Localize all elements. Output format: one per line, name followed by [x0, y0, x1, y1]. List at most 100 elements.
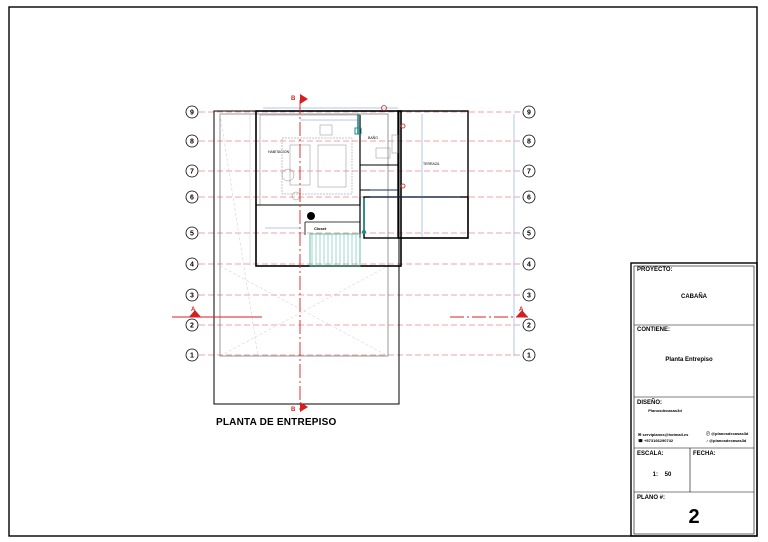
grid-bubble-6-left: 6: [185, 190, 199, 204]
design-value: Planosdecasas3d: [648, 408, 682, 413]
grid-bubble-label: 8: [190, 139, 194, 146]
grid-bubble-9-left: 9: [185, 105, 199, 119]
roof-line: [219, 113, 259, 357]
tiktok-text: ♪ @planosdecasas3d: [706, 438, 746, 443]
title-block-frame: [630, 262, 758, 537]
room-label-bathroom: BAÑO: [368, 135, 378, 140]
scale-value: 1: 50: [652, 472, 672, 478]
grid-bubble-label: 2: [190, 323, 194, 330]
bed: [281, 137, 353, 195]
grid-bubble-4-right: 4: [522, 257, 536, 271]
grid-bubble-label: 3: [527, 293, 531, 300]
scale-label: ESCALA:: [637, 451, 664, 457]
grid-bubble-8-right: 8: [522, 134, 536, 148]
stairs: [311, 234, 357, 266]
cabin-outline: [213, 110, 400, 405]
terrace-outline: [397, 110, 469, 239]
phone-icon: ☎: [638, 438, 645, 443]
grid-bubble-label: 1: [527, 353, 531, 360]
grid-bubble-label: 4: [190, 262, 194, 269]
column-marker: [307, 212, 315, 220]
facebook-icon: ⓕ: [706, 431, 712, 436]
drawing-title: PLANTA DE ENTREPISO: [216, 417, 337, 428]
room-label-bedroom: HABITACION: [268, 150, 290, 154]
cabin-inner-outline: [219, 113, 389, 357]
tiktok-icon: ♪: [706, 438, 710, 443]
drain-marker: [362, 230, 366, 234]
section-a-right-label: A: [519, 307, 524, 313]
floor-plan: [213, 110, 469, 405]
plant: [281, 168, 295, 182]
email-icon: ✉: [638, 432, 643, 437]
pipes: [357, 114, 365, 232]
grid-bubble-8-left: 8: [185, 134, 199, 148]
bedroom-walls: [255, 110, 402, 267]
grid-bubble-2-left: 2: [185, 318, 199, 332]
grid-bubble-1-left: 1: [185, 348, 199, 362]
grid-bubble-label: 6: [527, 195, 531, 202]
grid-bubble-9-right: 9: [522, 105, 536, 119]
section-line-a: A A: [172, 307, 528, 318]
grid-bubble-label: 5: [190, 231, 194, 238]
grid-bubble-7-left: 7: [185, 164, 199, 178]
project-value: CABAÑA: [681, 294, 707, 300]
grid-bubble-5-right: 5: [522, 226, 536, 240]
grid-bubble-4-left: 4: [185, 257, 199, 271]
pillow: [317, 144, 347, 188]
grid-bubble-label: 9: [190, 110, 194, 117]
contains-label: CONTIENE:: [637, 327, 670, 333]
grid-bubble-label: 9: [527, 110, 531, 117]
grid-bubble-label: 5: [527, 231, 531, 238]
sink: [375, 147, 391, 159]
room-label-terrace: TERRAZA: [423, 162, 440, 166]
section-marker-dot: [400, 123, 406, 129]
grid-bubble-6-right: 6: [522, 190, 536, 204]
grid-bubble-label: 4: [527, 262, 531, 269]
grid-bubble-label: 3: [190, 293, 194, 300]
nightstand: [319, 124, 333, 136]
design-label: DISEÑO:: [637, 400, 663, 406]
section-a-right-arrow: [516, 310, 528, 317]
toilet: [391, 134, 399, 154]
drain-marker: [354, 127, 362, 135]
grid-bubble-3-left: 3: [185, 288, 199, 302]
facebook-value: @planosdecasas3d: [711, 431, 749, 436]
roof-line: [219, 265, 389, 357]
section-b-top-arrow: [300, 94, 308, 104]
email-value: serviplanos@hotmail.es: [642, 432, 689, 437]
plan-number: 2: [688, 506, 700, 528]
section-line-b: B B: [291, 94, 308, 413]
grid-bubble-label: 6: [190, 195, 194, 202]
tiktok-value: @planosdecasas3d: [709, 438, 747, 443]
section-b-top-label: B: [291, 96, 296, 102]
section-b-bottom-label: B: [291, 407, 296, 413]
grid-bubble-label: 1: [190, 353, 194, 360]
grid-bubble-1-right: 1: [522, 348, 536, 362]
lamp: [291, 191, 301, 201]
grid-bubble-3-right: 3: [522, 288, 536, 302]
grid-bubble-5-left: 5: [185, 226, 199, 240]
stairs-outline: [309, 233, 361, 267]
plan-label: PLANO #:: [637, 495, 666, 501]
email-text: ✉ serviplanos@hotmail.es: [638, 432, 688, 437]
grid-bubbles: 9 9 8 8 7 7 6 6 5 5 4 4 3 3 2 2 1 1: [185, 105, 536, 362]
phone-value: +573166290742: [644, 438, 674, 443]
grid-bubble-2-right: 2: [522, 318, 536, 332]
section-b-bottom-arrow: [300, 402, 308, 412]
room-label-closet: Closet: [314, 226, 327, 231]
project-label: PROYECTO:: [637, 267, 673, 273]
grid-bubble-7-right: 7: [522, 164, 536, 178]
phone-text: ☎ +573166290742: [638, 438, 673, 443]
facebook-text: ⓕ @planosdecasas3d: [706, 431, 748, 437]
grid-bubble-label: 7: [527, 169, 531, 176]
furniture: [281, 124, 399, 201]
date-label: FECHA:: [693, 451, 716, 457]
section-a-left-label: A: [191, 307, 196, 313]
terrace-inner: [363, 196, 469, 239]
section-a-left-arrow: [189, 310, 201, 317]
contains-value: Planta Entrepiso: [665, 357, 713, 363]
dimensions: [263, 107, 515, 356]
grid-bubble-label: 2: [527, 323, 531, 330]
grid-bubble-label: 8: [527, 139, 531, 146]
